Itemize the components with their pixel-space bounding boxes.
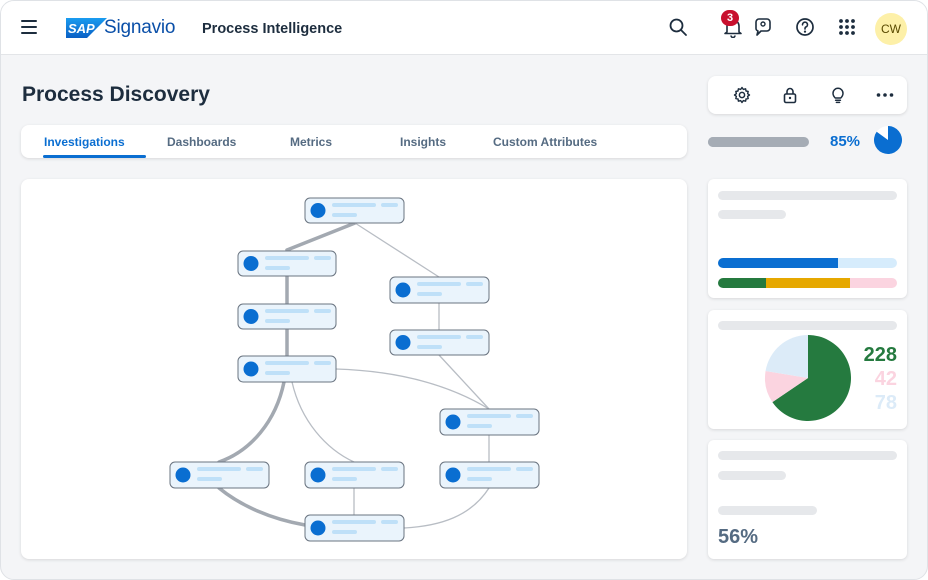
brand-name: Signavio (104, 17, 176, 38)
bar2-segment-2 (766, 278, 851, 288)
pie-value-3: 78 (874, 392, 897, 414)
grid-icon[interactable] (836, 16, 858, 38)
activity-node[interactable] (237, 250, 337, 277)
activity-node[interactable] (439, 408, 540, 436)
placeholder-line (718, 191, 897, 200)
placeholder-line (718, 506, 817, 515)
edge (354, 222, 440, 278)
graph-nodes (169, 197, 540, 542)
search-icon[interactable] (667, 16, 689, 38)
action-toolbar (708, 76, 907, 114)
summary-card-bars (708, 179, 907, 298)
bar2-segment-1 (718, 278, 767, 288)
placeholder-line (718, 471, 786, 480)
tab-insights[interactable]: Insights (400, 135, 447, 149)
pie-slice-2 (765, 371, 808, 403)
activity-node[interactable] (237, 303, 337, 330)
svg-text:SAP: SAP (68, 21, 95, 36)
process-graph (169, 197, 540, 542)
bar1-segment-1 (718, 258, 838, 268)
product-name: Process Intelligence (202, 21, 343, 37)
activity-node[interactable] (304, 197, 405, 224)
bar2-segment-3 (850, 278, 897, 288)
pie-slice-1 (772, 335, 851, 421)
tab-metrics[interactable]: Metrics (290, 135, 333, 149)
progress-pie-icon (874, 126, 902, 154)
user-avatar[interactable]: CW (875, 13, 907, 45)
activity-node[interactable] (389, 276, 490, 304)
tab-custom-attributes[interactable]: Custom Attributes (493, 135, 598, 149)
progress-pie-fill (874, 126, 902, 154)
progress-percent: 85% (830, 133, 861, 150)
pie-slice-3 (765, 335, 808, 378)
more-icon[interactable] (875, 85, 895, 105)
lock-icon[interactable] (780, 85, 800, 105)
edge (217, 486, 307, 527)
help-icon[interactable] (794, 16, 816, 38)
placeholder-line (718, 210, 786, 219)
summary-card-kpi: 56% (708, 440, 907, 559)
segmented-bar-1 (718, 258, 897, 268)
edge (335, 368, 490, 410)
activity-node[interactable] (389, 329, 490, 356)
gear-icon[interactable] (732, 85, 752, 105)
pie-chart (765, 335, 851, 421)
process-graph-canvas[interactable] (21, 179, 687, 559)
pie-value-2: 42 (874, 368, 897, 390)
activity-node[interactable] (439, 461, 540, 489)
activity-node[interactable] (237, 355, 337, 383)
activity-node[interactable] (169, 461, 270, 489)
progress-bar-fill (708, 137, 794, 147)
pie-value-1: 228 (863, 344, 897, 366)
placeholder-line (718, 451, 897, 460)
edge (403, 487, 490, 529)
notification-badge: 3 (721, 10, 739, 26)
sap-logo: SAP (66, 18, 107, 38)
activity-node[interactable] (304, 461, 405, 489)
chat-icon[interactable] (752, 16, 774, 38)
placeholder-line (718, 321, 897, 330)
bar1-segment-2 (837, 258, 897, 268)
shell-bar: SAP Signavio Process Intelligence 3 (1, 1, 927, 55)
edge (217, 380, 286, 464)
active-tab-indicator (43, 155, 146, 158)
tab-investigations[interactable]: Investigations (44, 135, 125, 149)
segmented-bar-2 (718, 278, 897, 288)
progress-bar (708, 137, 809, 147)
tab-dashboards[interactable]: Dashboards (167, 135, 237, 149)
kpi-value: 56% (718, 526, 759, 548)
page-title: Process Discovery (22, 83, 210, 106)
edge (285, 221, 357, 252)
menu-icon[interactable] (21, 20, 37, 34)
activity-node[interactable] (304, 514, 405, 542)
edge (291, 381, 355, 463)
tab-bar: Investigations Dashboards Metrics Insigh… (21, 125, 687, 158)
lightbulb-icon[interactable] (828, 85, 848, 105)
summary-card-pie: 228 42 78 (708, 310, 907, 429)
edge (438, 354, 490, 410)
